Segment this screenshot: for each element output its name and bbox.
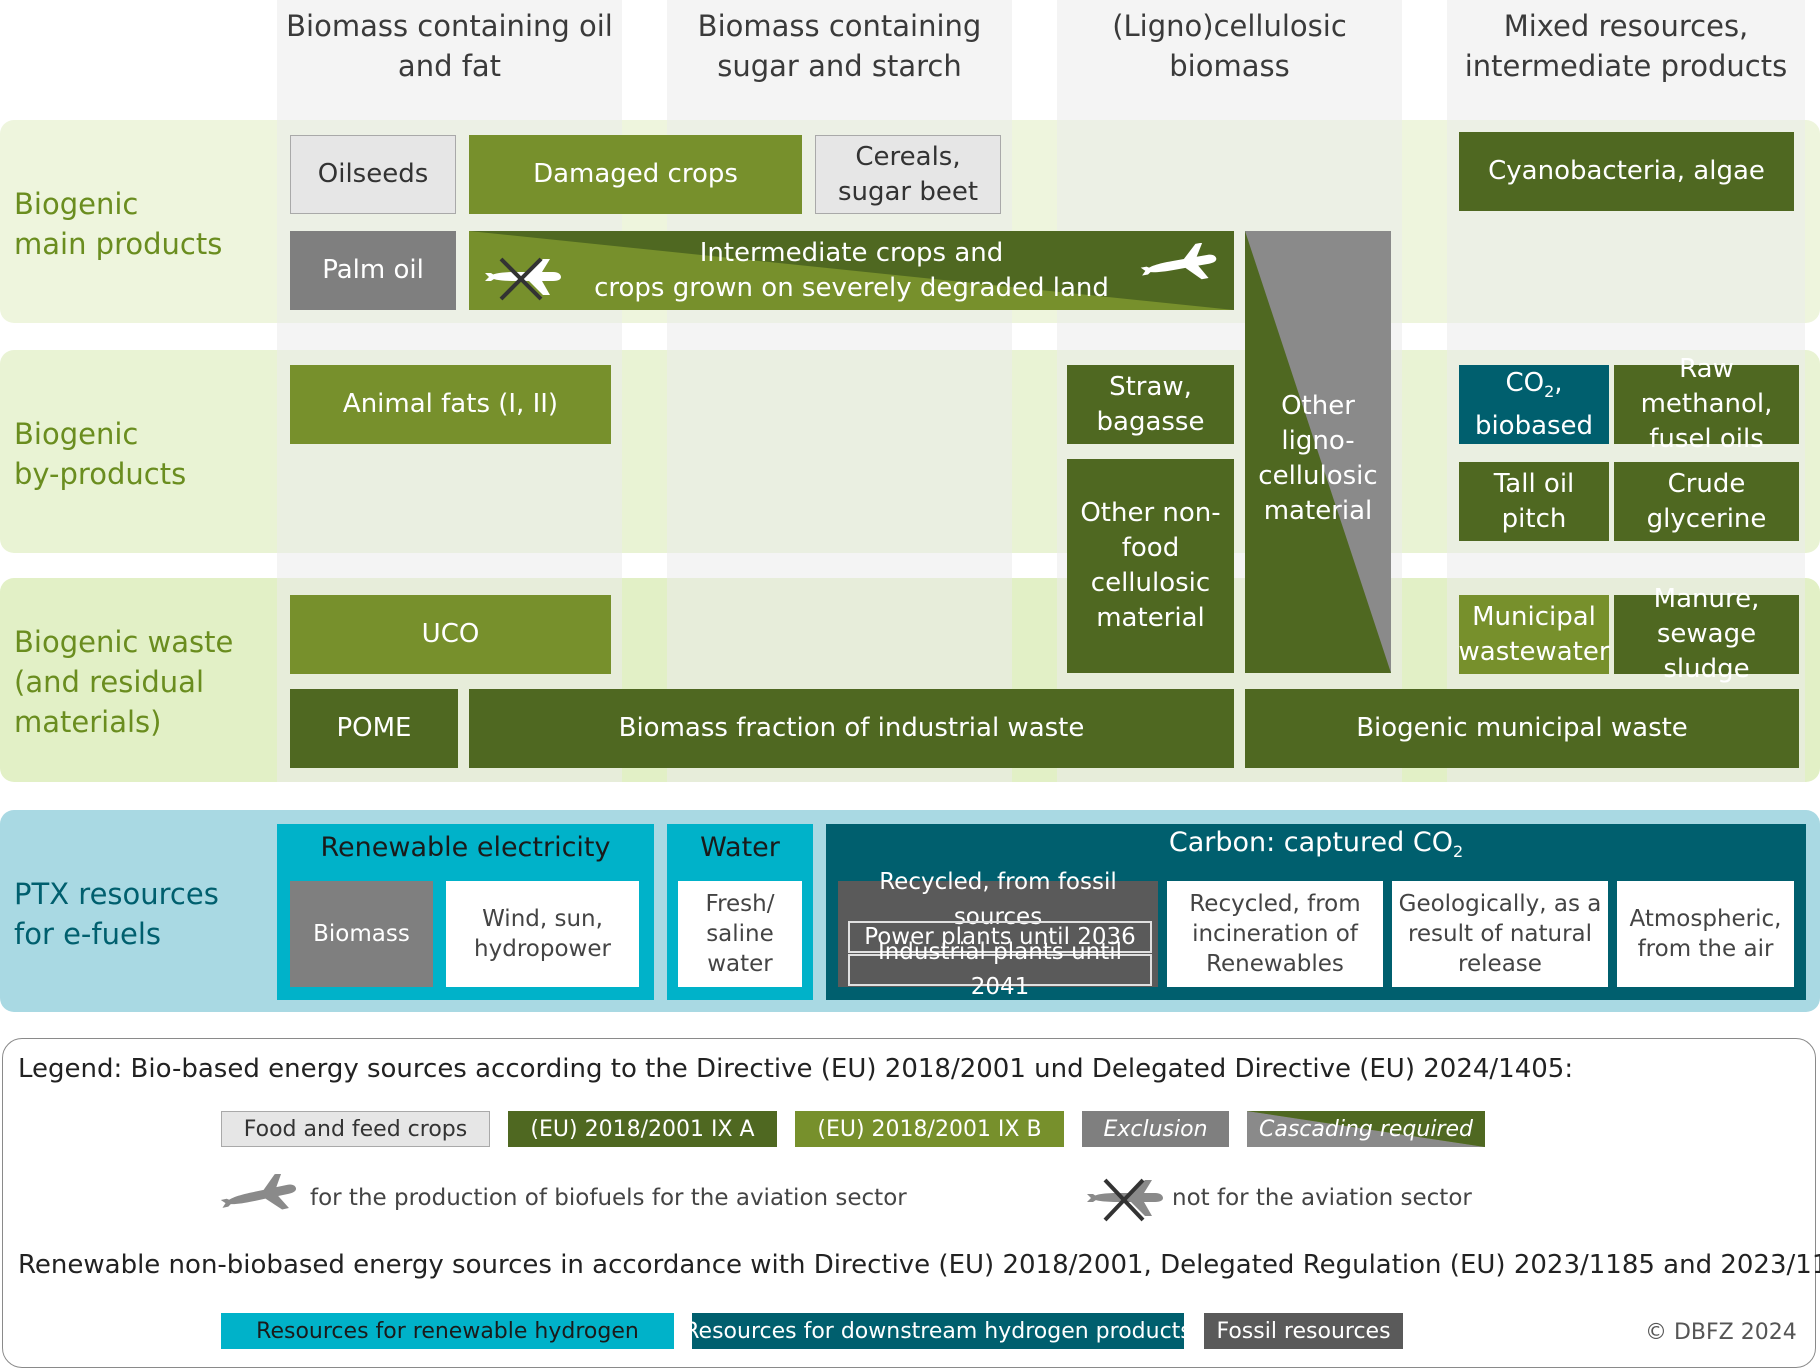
box-palm-oil: Palm oil: [290, 231, 456, 310]
legend-aviation-yes: for the production of biofuels for the a…: [310, 1185, 907, 1211]
industrial-plants-label: Industrial plants until 2041: [848, 939, 1152, 1000]
legend-swatch-food: Food and feed crops: [221, 1111, 490, 1147]
legend-swatch-fossil: Fossil resources: [1204, 1313, 1403, 1349]
box-geological: Geologically, as a result of natural rel…: [1392, 881, 1608, 987]
intermediate-crops-label: Intermediate crops and crops grown on se…: [594, 237, 1109, 303]
renewable-electricity-title: Renewable electricity: [320, 831, 611, 863]
box-cereals-sugar-beet: Cereals, sugar beet: [815, 135, 1001, 214]
legend-airplane-crossed-icon: [1087, 1178, 1163, 1222]
power-plants-label: Power plants until 2036: [848, 921, 1152, 953]
box-industrial-waste: Biomass fraction of industrial waste: [469, 689, 1234, 768]
box-recycled-incineration: Recycled, from incineration of Renewable…: [1167, 881, 1383, 987]
box-co2-biobased: CO2,biobased: [1459, 365, 1609, 444]
box-wind-sun-hydropower: Wind, sun, hydropower: [446, 881, 639, 987]
legend-swatch-downstream-hydrogen: Resources for downstream hydrogen produc…: [684, 1313, 1192, 1349]
box-recycled-fossil: Recycled, from fossil sources Power plan…: [838, 869, 1158, 1000]
box-animal-fats: Animal fats (I, II): [290, 365, 611, 444]
legend-panel: [2, 1038, 1816, 1368]
legend-swatch-cascading: Cascading required: [1247, 1111, 1485, 1147]
legend-title: Legend: Bio-based energy sources accordi…: [18, 1054, 1574, 1084]
box-manure-sewage-sludge: Manure, sewage sludge: [1614, 584, 1799, 684]
box-straw-bagasse: Straw, bagasse: [1067, 365, 1234, 444]
recycled-fossil-label: Recycled, from fossil sources: [879, 869, 1117, 930]
box-cyanobacteria-algae: Cyanobacteria, algae: [1459, 132, 1794, 211]
box-damaged-crops: Damaged crops: [469, 135, 802, 214]
box-crude-glycerine: Crude glycerine: [1614, 462, 1799, 541]
copyright: © DBFZ 2024: [1645, 1320, 1797, 1345]
box-municipal-wastewater: Municipal wastewater: [1459, 595, 1610, 674]
water-title: Water: [700, 831, 780, 863]
column-bg-sugar-starch: [667, 0, 1012, 782]
box-pome: POME: [290, 689, 458, 768]
box-raw-methanol: Raw methanol, fusel oils: [1614, 354, 1799, 454]
legend-swatch-renewable-hydrogen: Resources for renewable hydrogen: [221, 1313, 674, 1349]
legend-airplane-icon: [220, 1174, 297, 1210]
box-other-non-food-cellulosic: Other non- food cellulosic material: [1067, 459, 1234, 673]
legend-aviation-no: not for the aviation sector: [1172, 1185, 1472, 1211]
carbon-title: Carbon: captured CO2: [1168, 827, 1464, 861]
box-atmospheric: Atmospheric, from the air: [1617, 881, 1794, 987]
box-other-lignocellulosic: Other ligno- cellulosic material: [1245, 231, 1391, 673]
box-intermediate-crops: Intermediate crops and crops grown on se…: [469, 231, 1234, 310]
legend-swatch-ixa: (EU) 2018/2001 IX A: [508, 1111, 777, 1147]
box-ptx-biomass: Biomass: [290, 881, 433, 987]
box-oilseeds: Oilseeds: [290, 135, 456, 214]
column-header-mixed: Mixed resources,intermediate products: [1464, 9, 1788, 83]
airplane-crossed-icon: [485, 257, 561, 301]
legend-swatch-ixb: (EU) 2018/2001 IX B: [795, 1111, 1064, 1147]
box-tall-oil-pitch: Tall oil pitch: [1459, 462, 1609, 541]
box-municipal-waste: Biogenic municipal waste: [1245, 689, 1799, 768]
box-fresh-saline-water: Fresh/ saline water: [678, 881, 802, 987]
legend-nonbio-title: Renewable non-biobased energy sources in…: [18, 1250, 1820, 1280]
legend-cascading-label: Cascading required: [1258, 1116, 1473, 1142]
airplane-icon: [1140, 243, 1217, 280]
legend-swatch-exclusion: Exclusion: [1082, 1111, 1229, 1147]
other-lignocellulosic-label: Other ligno- cellulosic material: [1258, 391, 1378, 526]
box-uco: UCO: [290, 595, 611, 674]
